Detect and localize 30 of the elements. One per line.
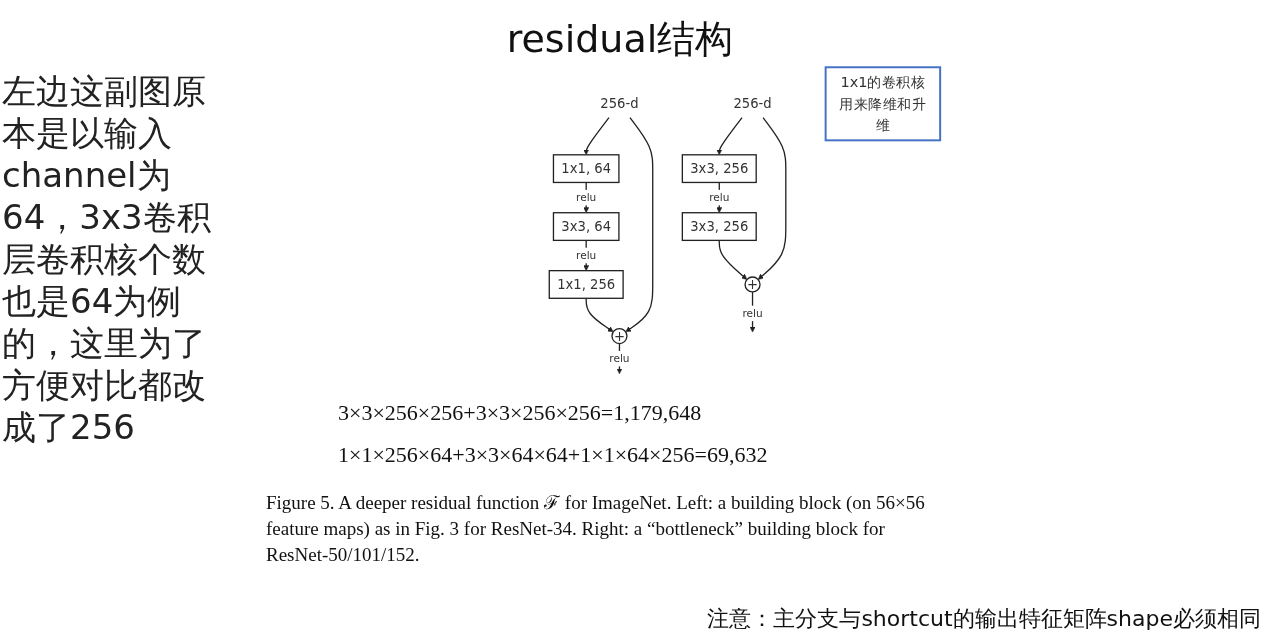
node-text: 256-d: [733, 95, 772, 112]
arrow: [758, 116, 787, 280]
formula: 3×3×256×256+3×3×256×256=1,179,648: [338, 400, 702, 426]
node-box: 1x1的卷积核用来降维和升维: [824, 66, 942, 142]
figure-caption: Figure 5. A deeper residual function ℱ for ImageNet. Left: a building block (on 56×56 feature maps) as in Fig. 3 for ResNet-34. Right: a “bottleneck” building block for ResNet-50/101/152.: [266, 491, 926, 567]
arrow: [716, 181, 723, 213]
arrow: [585, 297, 614, 333]
arrow: [625, 116, 654, 333]
node-circle: +: [611, 327, 628, 345]
edge-label: relu: [742, 306, 763, 320]
edge-label: relu: [576, 248, 597, 262]
node-box: 3x3, 256: [681, 212, 758, 242]
arrow: [583, 116, 610, 156]
arrow: [718, 239, 748, 280]
footnote: 注意：主分支与shortcut的输出特征矩阵shape必须相同: [707, 605, 1261, 633]
node-box: 3x3, 64: [553, 212, 620, 242]
node-box: 1x1, 64: [553, 154, 620, 184]
diagram-title: residual结构: [505, 16, 735, 63]
arrow: [583, 239, 590, 271]
edge-label: relu: [709, 191, 730, 204]
node-box: 1x1, 256: [548, 270, 625, 299]
node-circle: +: [744, 276, 761, 293]
edge-label: relu: [576, 191, 597, 204]
arrow: [583, 181, 590, 213]
node-text: 256-d: [600, 95, 639, 112]
arrow: [716, 116, 743, 156]
node-box: 3x3, 256: [681, 154, 758, 184]
formula: 1×1×256×64+3×3×64×64+1×1×64×256=69,632: [338, 442, 768, 468]
edge-label: relu: [609, 352, 630, 365]
side-note: 左边这副图原本是以输入channel为64，3x3卷积层卷积核个数也是64为例的，这里为了方便对比都改成了256: [2, 70, 212, 448]
